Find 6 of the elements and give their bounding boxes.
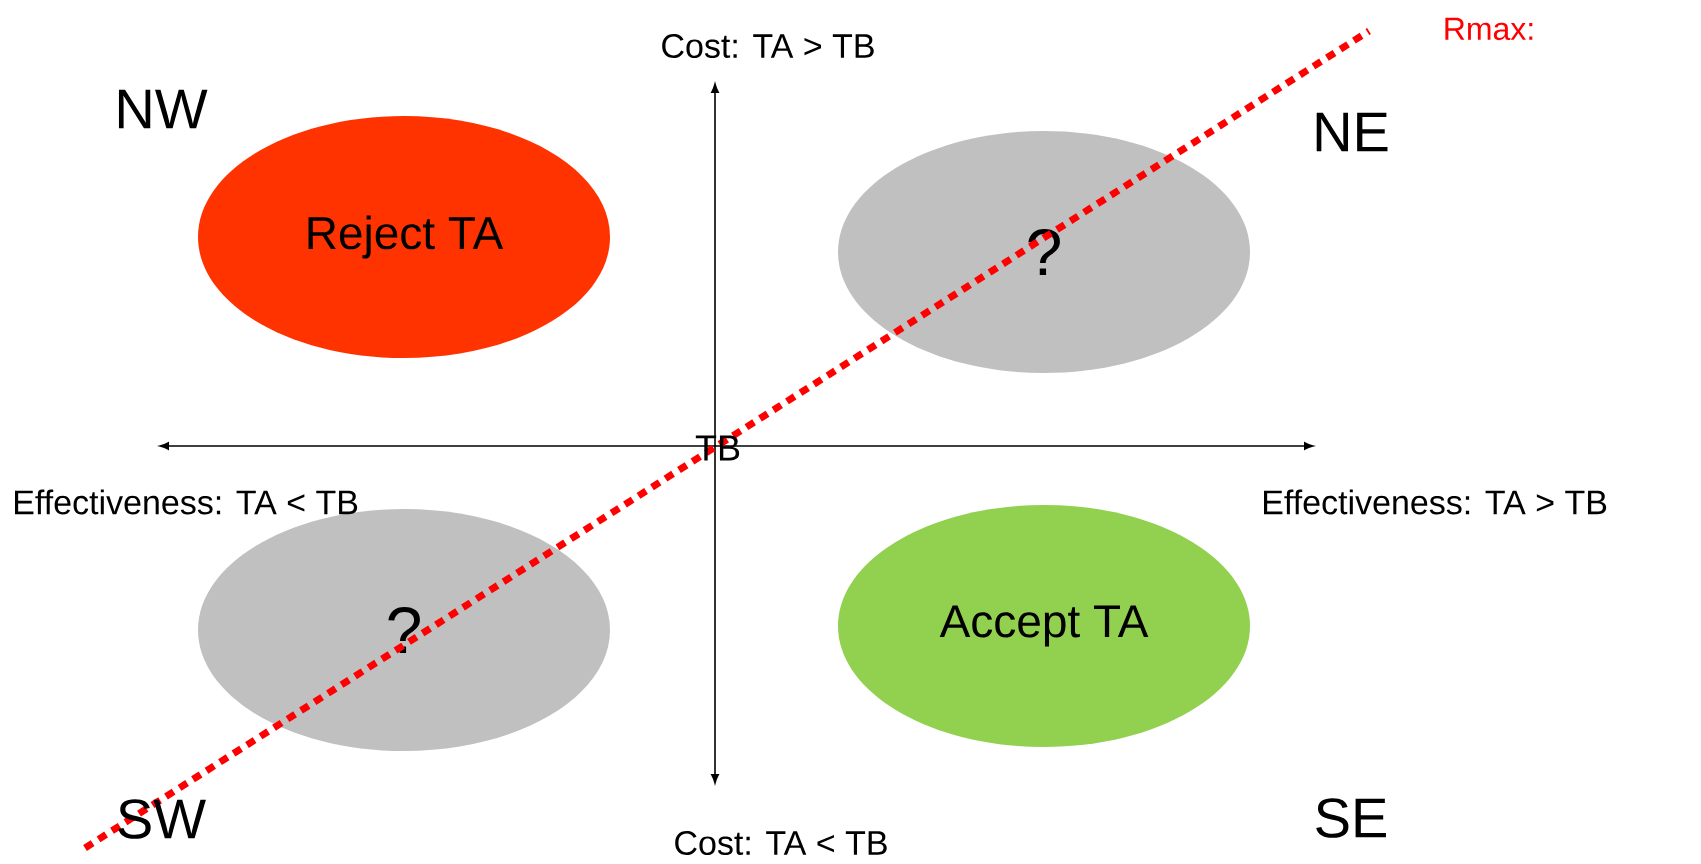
- axis-label: Effectiveness: TA > TB: [1264, 489, 1607, 515]
- axis-label: Cost: TA < TB: [675, 830, 887, 856]
- quadrant-label: NE: [1316, 112, 1388, 152]
- axis-label: Cost: TA > TB: [662, 33, 874, 59]
- quadrant-label: SE: [1316, 798, 1386, 838]
- line-label: Rmax:: [1445, 17, 1533, 41]
